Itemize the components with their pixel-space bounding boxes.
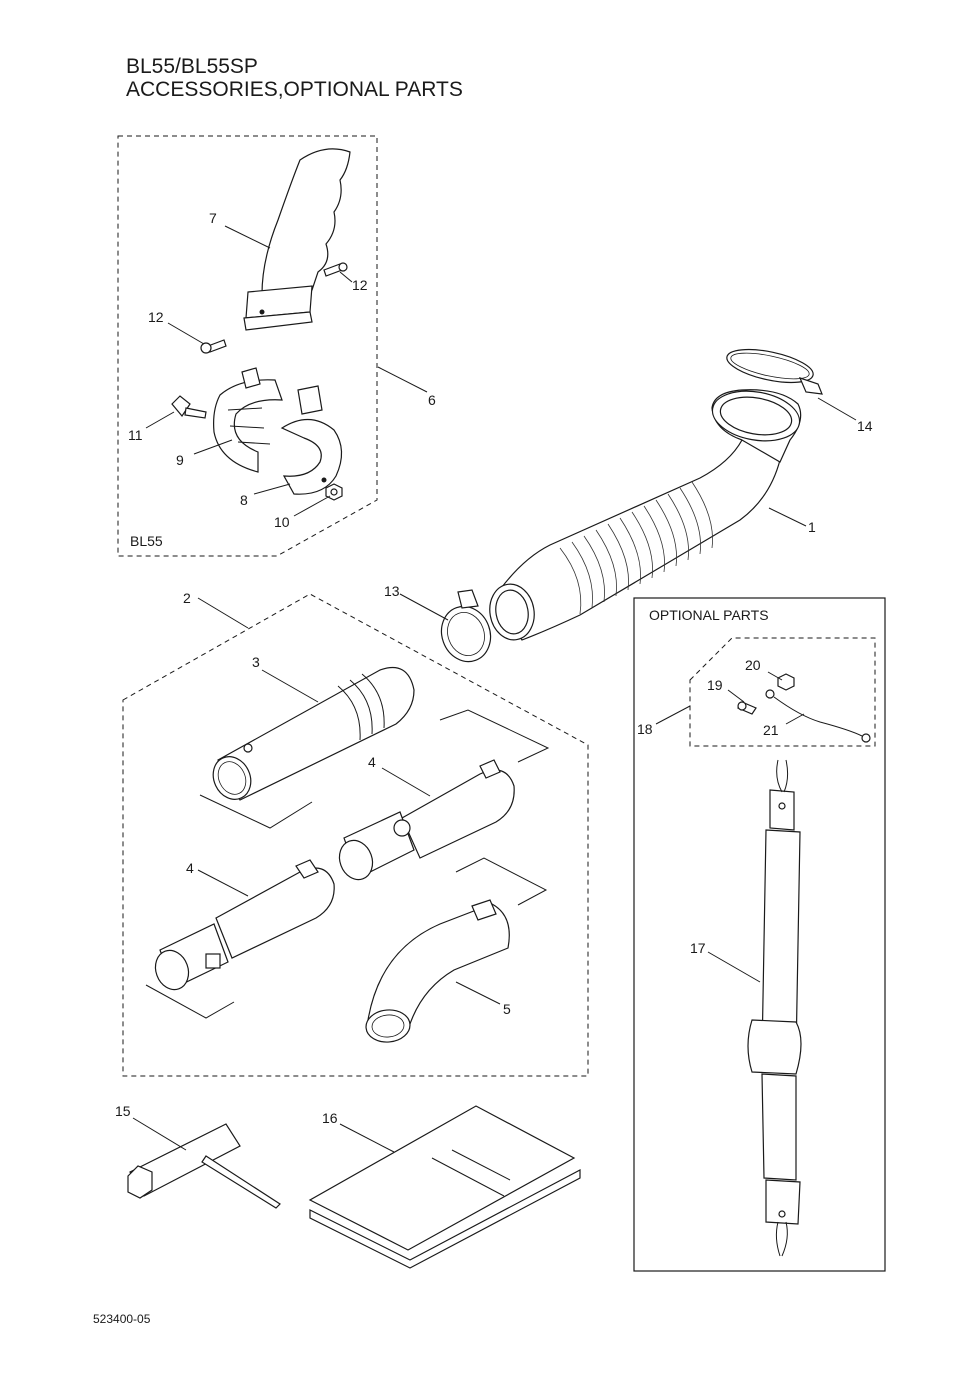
diagram-title-model: BL55/BL55SP <box>126 55 258 78</box>
callout-21: 21 <box>763 722 779 738</box>
owners-manual-16 <box>308 1105 581 1269</box>
callout-18: 18 <box>637 721 653 737</box>
screw-12-lower <box>200 339 227 354</box>
pipe-3-guide <box>199 794 313 829</box>
pipe-set-group-box <box>122 593 589 1077</box>
callout-1: 1 <box>808 519 816 535</box>
hose-clamp-13 <box>440 589 492 663</box>
callout-3: 3 <box>252 654 260 670</box>
callout-19: 19 <box>707 677 723 693</box>
bl55-handle-group-box <box>117 135 378 557</box>
ground-cable-21 <box>765 689 871 743</box>
pipe-4-lower-guide <box>145 984 235 1019</box>
callout-11: 11 <box>128 427 143 443</box>
bolt-19 <box>737 701 757 715</box>
callout-16: 16 <box>322 1110 338 1126</box>
callout-4-lower: 4 <box>186 860 194 876</box>
clamp-half-8 <box>280 385 343 495</box>
combination-wrench-15 <box>127 1123 281 1209</box>
callout-17: 17 <box>690 940 706 956</box>
callout-7: 7 <box>209 210 217 226</box>
ground-cable-group-box <box>689 637 876 747</box>
hose-band-14 <box>726 348 823 395</box>
shoulder-strap-17 <box>747 759 802 1257</box>
callout-6: 6 <box>428 392 436 408</box>
handle-grip <box>243 148 351 331</box>
pipe-3 <box>212 666 415 801</box>
callout-5: 5 <box>503 1001 511 1017</box>
nut-10 <box>325 483 343 501</box>
callout-12-lower: 12 <box>148 309 164 325</box>
screw-12-upper <box>323 262 348 277</box>
wing-bolt-11 <box>171 395 207 419</box>
callout-10: 10 <box>274 514 290 530</box>
pipe-4-upper-guide <box>439 709 550 763</box>
pipe-4-upper <box>338 759 515 881</box>
optional-parts-label: OPTIONAL PARTS <box>649 607 769 623</box>
callout-2: 2 <box>183 590 191 606</box>
callout-12-upper: 12 <box>352 277 368 293</box>
callout-4-upper: 4 <box>368 754 376 770</box>
optional-parts-box <box>633 597 886 1272</box>
elbow-bellows-pipe <box>489 389 802 641</box>
pipe-5-curved-nozzle <box>365 899 510 1043</box>
callout-13: 13 <box>384 583 400 599</box>
callout-9: 9 <box>176 452 184 468</box>
diagram-title-section: ACCESSORIES,OPTIONAL PARTS <box>126 78 463 101</box>
clamp-half-9 <box>213 367 283 473</box>
callout-14: 14 <box>857 418 873 434</box>
callout-15: 15 <box>115 1103 131 1119</box>
callout-8: 8 <box>240 492 248 508</box>
pipe-5-guide <box>455 857 548 906</box>
leader-lines <box>132 225 857 1153</box>
callout-20: 20 <box>745 657 761 673</box>
pipe-4-lower <box>154 859 335 991</box>
nut-20 <box>777 673 795 691</box>
drawing-number: 523400-05 <box>93 1312 151 1326</box>
bl55-group-label: BL55 <box>130 533 163 549</box>
